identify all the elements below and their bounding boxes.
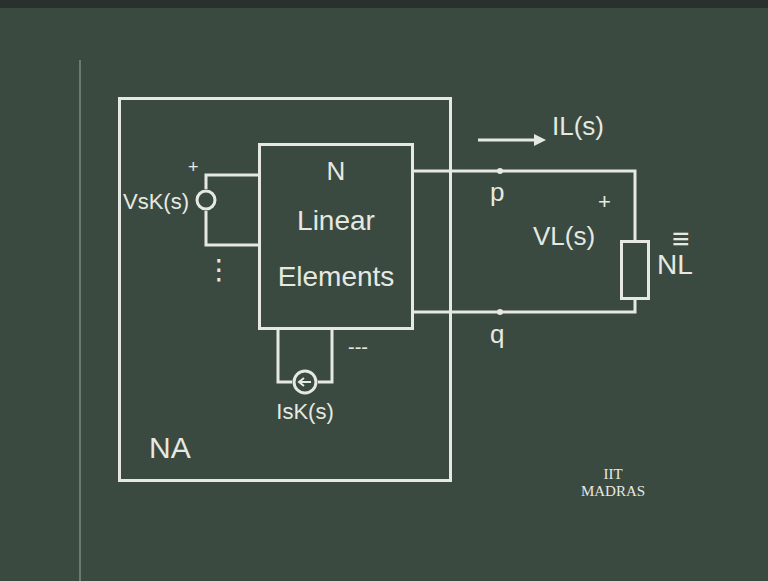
linear-network-box: N Linear Elements xyxy=(258,143,414,330)
load-box: NL xyxy=(620,240,650,300)
terminal-name: q xyxy=(490,320,504,349)
current-source-symbol: IsK(s) xyxy=(292,369,318,395)
current-arrow-shaft xyxy=(478,139,540,142)
wire xyxy=(414,171,635,312)
enclosing-network-box: NA N Linear Elements VsK(s) IsK(s) xyxy=(118,97,452,482)
load-mark: ≡ xyxy=(672,222,690,255)
network-description: Linear Elements xyxy=(261,193,411,305)
source-outline xyxy=(294,371,316,393)
source-circle xyxy=(195,189,217,211)
board-seam xyxy=(79,60,81,581)
board-frame xyxy=(0,0,768,8)
wire-path xyxy=(206,175,258,245)
current-label: IL(s) xyxy=(552,112,604,141)
source-arrow xyxy=(299,378,311,386)
continuation-dots: ⋮ xyxy=(205,255,233,286)
wire-path xyxy=(414,171,635,312)
continuation-dashes: --- xyxy=(348,336,368,358)
source-circle xyxy=(292,369,318,395)
source-label: IsK(s) xyxy=(276,399,333,425)
source-label: VsK(s) xyxy=(123,189,189,215)
terminal-name: p xyxy=(490,178,504,207)
watermark: IIT MADRAS xyxy=(575,466,651,499)
source-outline xyxy=(197,191,215,209)
current-arrow-head xyxy=(534,134,546,146)
voltage-source-symbol: VsK(s) xyxy=(195,189,217,211)
voltage-label: VL(s) xyxy=(533,222,595,251)
polarity-sign: + xyxy=(598,190,611,214)
polarity-sign: + xyxy=(188,158,199,178)
wire xyxy=(206,175,258,245)
network-name: NA xyxy=(149,431,191,465)
network-name: N xyxy=(261,156,411,187)
